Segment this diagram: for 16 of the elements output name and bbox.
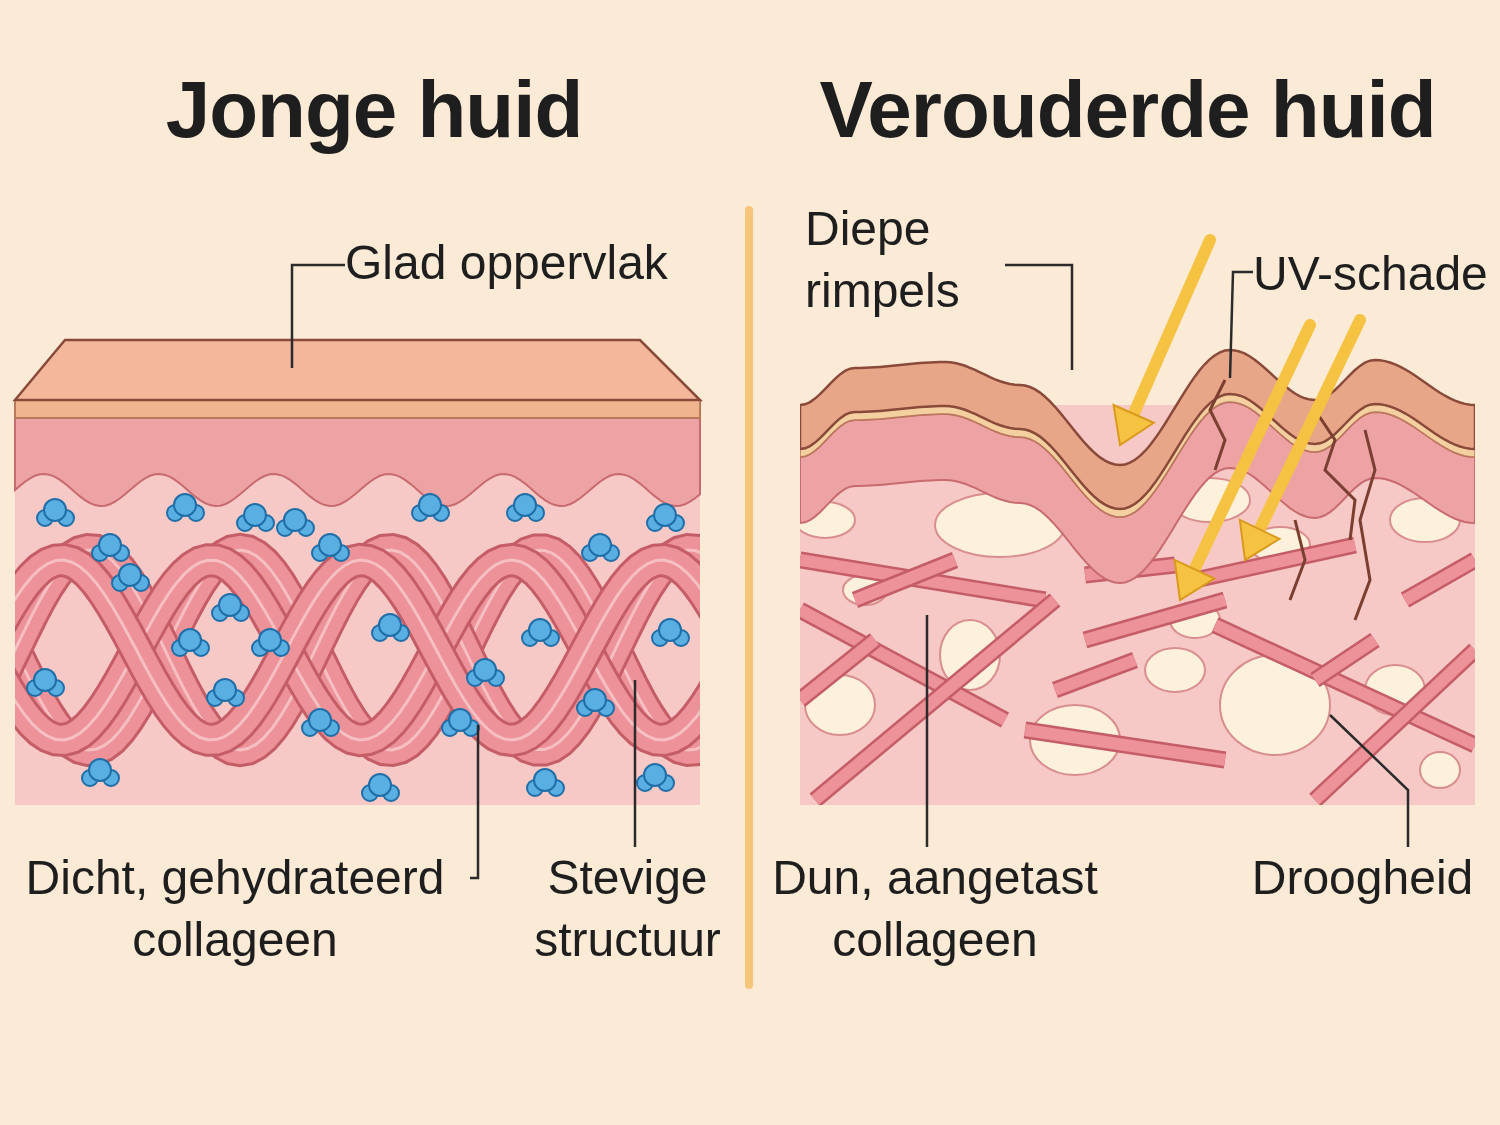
callout-label: Dicht, gehydrateerd collageen — [0, 847, 470, 971]
callout-label: Droogheid — [1235, 847, 1490, 909]
leader-line — [470, 725, 480, 880]
leader-line — [633, 680, 637, 847]
leader-line — [1329, 714, 1410, 847]
leader-line — [290, 263, 345, 368]
leader-line — [1005, 263, 1074, 370]
callout-label: Glad oppervlak — [345, 232, 725, 294]
callout-label: Stevige structuur — [510, 847, 745, 971]
callout-label: Diepe rimpels — [805, 198, 1005, 322]
callout-label: Dun, aangetast collageen — [755, 847, 1115, 971]
leader-line — [925, 615, 929, 847]
callout-label: UV-schade — [1253, 243, 1498, 305]
panel-heading: Verouderde huid — [818, 64, 1437, 156]
panel-heading: Jonge huid — [164, 64, 584, 156]
leader-line — [1228, 270, 1253, 379]
